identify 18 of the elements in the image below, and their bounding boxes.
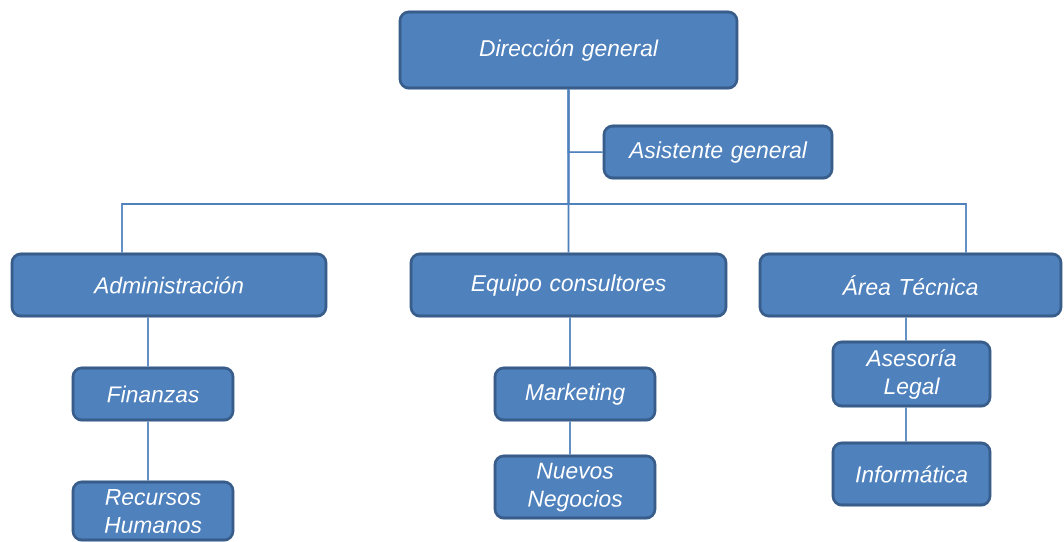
- org-box: Nuevos Negocios: [493, 454, 657, 520]
- org-box: Informática: [831, 441, 992, 507]
- org-box: Administración: [10, 252, 328, 318]
- org-box: Área Técnica: [758, 252, 1063, 318]
- connector-line: [147, 316, 149, 368]
- org-box: Asesoría Legal: [831, 340, 992, 408]
- connector-line: [147, 420, 149, 482]
- connector-line: [569, 420, 571, 456]
- connector-line: [569, 316, 571, 368]
- connector-line: [567, 88, 967, 254]
- connector-line: [905, 316, 907, 342]
- org-box: Recursos Humanos: [71, 480, 235, 542]
- org-box: Equipo consultores: [409, 252, 728, 318]
- org-box: Dirección general: [398, 10, 739, 90]
- connector-line: [905, 406, 907, 443]
- org-box: Finanzas: [71, 366, 235, 422]
- org-box: Asistente general: [602, 124, 834, 180]
- org-box: Marketing: [493, 366, 657, 422]
